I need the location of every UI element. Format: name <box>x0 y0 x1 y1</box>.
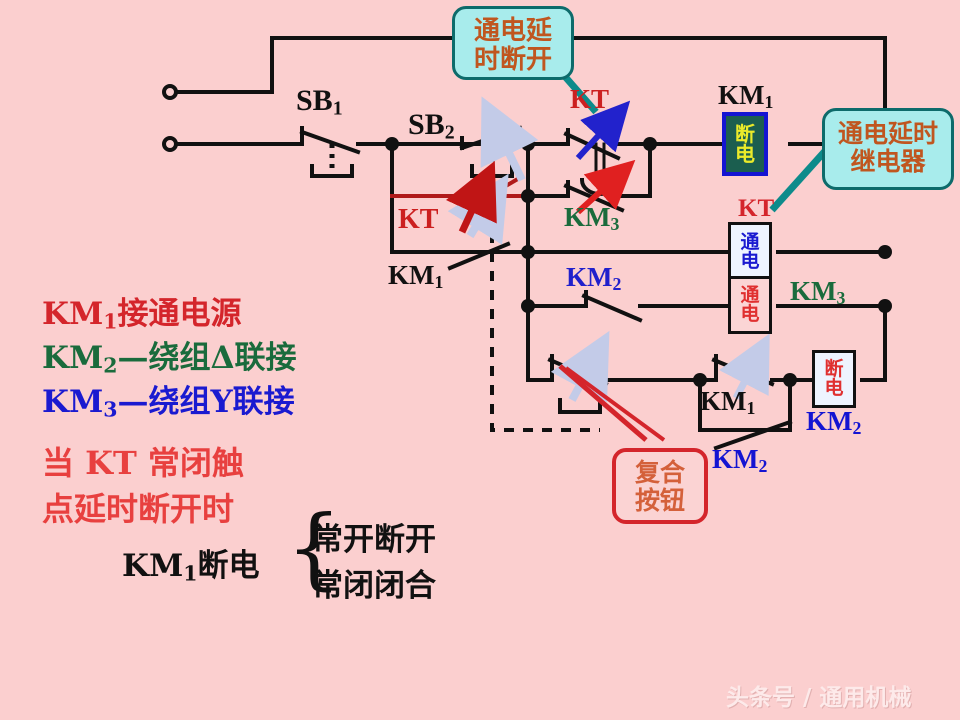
legend-line-3: KM3—绕组Y联接 <box>42 384 295 422</box>
km1-coil-box: 断 电 <box>722 112 768 176</box>
contact-label-sb1: SB1 <box>296 84 343 120</box>
note-line-1: 当 KT 常闭触 <box>42 444 244 482</box>
callout-compound-button-line1: 复合 <box>634 458 685 487</box>
mechanical-linkage-dashed <box>490 176 600 432</box>
conclusion-brace: { <box>286 496 342 599</box>
legend-line-2: KM2—绕组Δ联接 <box>42 340 297 378</box>
km1-coil-label: KM1 <box>718 80 774 112</box>
junction-dots <box>385 137 892 387</box>
callout-delay-open: 通电延 时断开 <box>452 6 574 80</box>
km1-blade <box>447 241 511 271</box>
km3-coil-line2: 电 <box>740 303 760 325</box>
km1-coil-line2: 电 <box>735 142 755 166</box>
wire-r2-merge <box>620 142 652 198</box>
sb3-actuator <box>558 398 602 414</box>
contact-label-sb2: SB2 <box>408 108 455 144</box>
contact-label-km2-nc: KM2 <box>566 262 622 294</box>
contact-label-kt-delay: KT <box>570 84 610 114</box>
contact-label-km1-no: KM1 <box>388 260 444 292</box>
callout-delay-open-line1: 通电延 <box>473 16 552 46</box>
contact-label-kt-nc: KT <box>398 204 439 235</box>
kt-coil-label: KT <box>738 195 775 222</box>
conclusion-result-1: 常开断开 <box>312 522 436 558</box>
sb1-blade <box>299 129 361 155</box>
kt-coil-line1: 通 <box>740 230 760 253</box>
callout-delay-relay-line2: 继电器 <box>850 147 926 176</box>
km3-coil-box: 通 电 <box>728 276 772 334</box>
km2no-blade <box>713 419 793 451</box>
kt-coil-line2: 电 <box>740 250 760 272</box>
wire-km2no-branch <box>698 378 792 432</box>
wire-km2-coil-out <box>860 304 887 382</box>
note-line-2: 点延时断开时 <box>42 490 235 528</box>
km1-coil-line1: 断 <box>735 121 755 146</box>
kt-coil-box: 通 电 <box>728 222 772 282</box>
callout-delay-open-line2: 时断开 <box>473 45 552 76</box>
callout-compound-button-line2: 按钮 <box>634 486 685 515</box>
contact-label-km1-nc: KM1 <box>700 386 756 418</box>
km2-coil-label: KM2 <box>806 406 862 438</box>
km2-coil-line2: 电 <box>824 377 844 399</box>
input-terminals <box>162 84 178 152</box>
km3-coil-label: KM3 <box>790 276 846 308</box>
wire-top-rail <box>166 36 887 122</box>
conclusion-result-2: 常闭闭合 <box>312 568 436 604</box>
conclusion-subject: KM1断电 <box>122 548 260 586</box>
legend-line-1: KM1接通电源 <box>42 296 242 334</box>
contact-label-km2-no: KM2 <box>712 444 768 476</box>
callout-delay-relay-line1: 通电延时 <box>837 119 938 148</box>
watermark: 头条号 / 通用机械 <box>726 685 912 711</box>
contact-label-km3-nc: KM3 <box>564 202 620 234</box>
km2-coil-box: 断 电 <box>812 350 856 408</box>
callout-delay-relay: 通电延时 继电器 <box>822 108 954 190</box>
km2-coil-line1: 断 <box>824 357 844 380</box>
callout-compound-button: 复合 按钮 <box>612 448 708 524</box>
km3-coil-line1: 通 <box>740 283 760 306</box>
km2nc-blade <box>581 293 643 323</box>
